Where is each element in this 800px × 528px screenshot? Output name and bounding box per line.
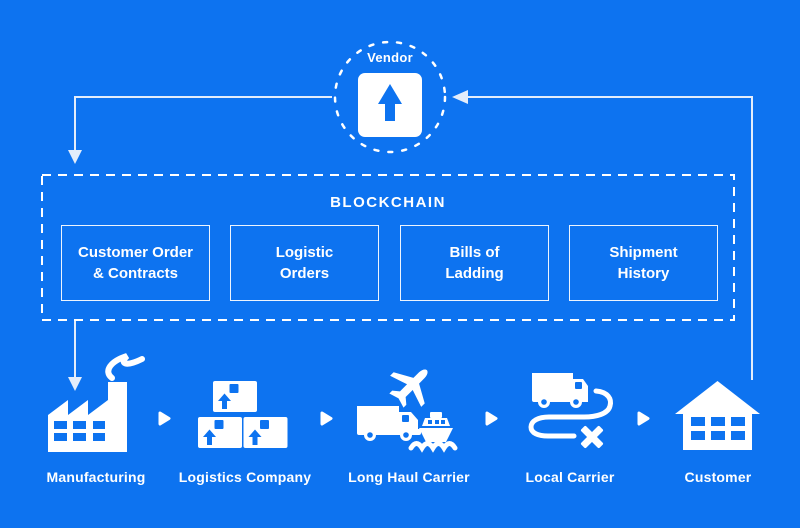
flow-label-manufacturing: Manufacturing <box>46 469 146 485</box>
arrow-blockchain-to-manufacturing <box>68 321 82 391</box>
blockchain-box-logistic-orders: Logistic Orders <box>230 225 379 301</box>
vendor-box <box>358 73 422 137</box>
factory-icon <box>48 353 145 452</box>
flow-label-customer: Customer <box>684 469 752 485</box>
flow-label-logistics-company: Logistics Company <box>178 469 312 485</box>
flow-label-local-carrier: Local Carrier <box>525 469 615 485</box>
house-windows <box>691 417 745 440</box>
vendor-dashed-circle <box>333 40 447 154</box>
house-icon <box>675 381 760 450</box>
truck-route-icon <box>528 373 613 449</box>
arrow-vendor-to-blockchain <box>68 96 332 164</box>
blockchain-title: BLOCKCHAIN <box>330 194 446 211</box>
route-path <box>528 388 613 439</box>
blockchain-box-label: Bills of Ladding <box>445 244 504 282</box>
factory-windows <box>54 421 105 441</box>
blockchain-box-label: Shipment History <box>609 244 678 282</box>
blockchain-box-bills-of-ladding: Bills of Ladding <box>400 225 549 301</box>
flow-separator-icons <box>158 411 650 426</box>
blockchain-box-label: Logistic Orders <box>275 244 334 282</box>
arrow-up-icon <box>378 84 402 121</box>
truck-icon <box>532 373 588 408</box>
route-x-icon <box>580 425 604 449</box>
flow-label-long-haul-carrier: Long Haul Carrier <box>348 469 470 485</box>
arrow-customer-to-vendor <box>452 90 753 380</box>
packages-icon <box>198 381 288 448</box>
blockchain-box-label: Customer Order & Contracts <box>77 244 194 282</box>
truck-icon <box>357 406 421 441</box>
vendor-label: Vendor <box>367 50 413 65</box>
blockchain-dashed-border <box>41 174 735 321</box>
plane-icon <box>389 369 428 408</box>
ship-icon <box>408 412 458 453</box>
truck-plane-ship-icon <box>357 369 458 453</box>
triangle-right-icon <box>485 411 498 426</box>
blockchain-box-customer-order: Customer Order & Contracts <box>61 225 210 301</box>
triangle-right-icon <box>637 411 650 426</box>
triangle-right-icon <box>158 411 171 426</box>
blockchain-box-shipment-history: Shipment History <box>569 225 718 301</box>
triangle-right-icon <box>320 411 333 426</box>
